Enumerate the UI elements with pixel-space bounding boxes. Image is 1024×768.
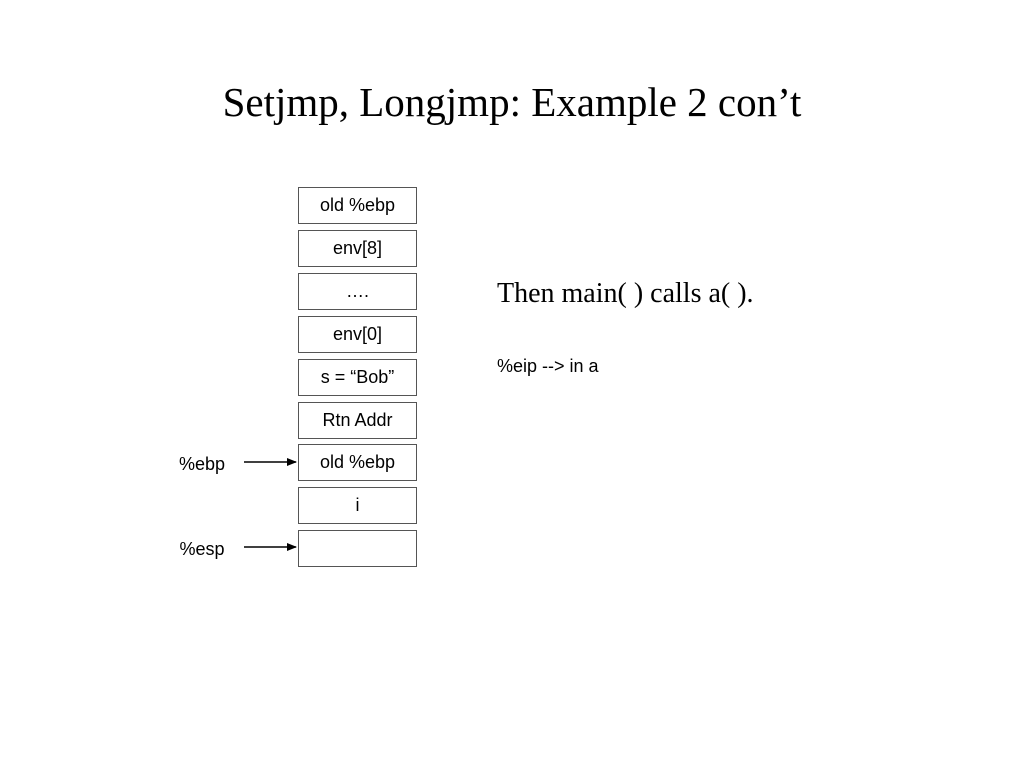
stack-cell-env-8: env[8]	[298, 230, 417, 267]
stack-cell-ellipsis: ….	[298, 273, 417, 310]
eip-note: %eip --> in a	[497, 356, 599, 376]
stack-cell-old-ebp-top: old %ebp	[298, 187, 417, 224]
stack-cell-i: i	[298, 487, 417, 524]
stack-cell-old-ebp: old %ebp	[298, 444, 417, 481]
caption-text: Then main( ) calls a( ).	[497, 278, 754, 309]
ebp-label: %ebp	[178, 454, 226, 474]
stack-cell-rtn-addr: Rtn Addr	[298, 402, 417, 439]
esp-label: %esp	[179, 539, 225, 559]
stack-cell-env-0: env[0]	[298, 316, 417, 353]
slide-title: Setjmp, Longjmp: Example 2 con’t	[222, 79, 802, 125]
stack-cell-s-bob: s = “Bob”	[298, 359, 417, 396]
stack-cell-empty	[298, 530, 417, 567]
stack-diagram: old %ebp env[8] …. env[0] s = “Bob” Rtn …	[298, 0, 419, 768]
